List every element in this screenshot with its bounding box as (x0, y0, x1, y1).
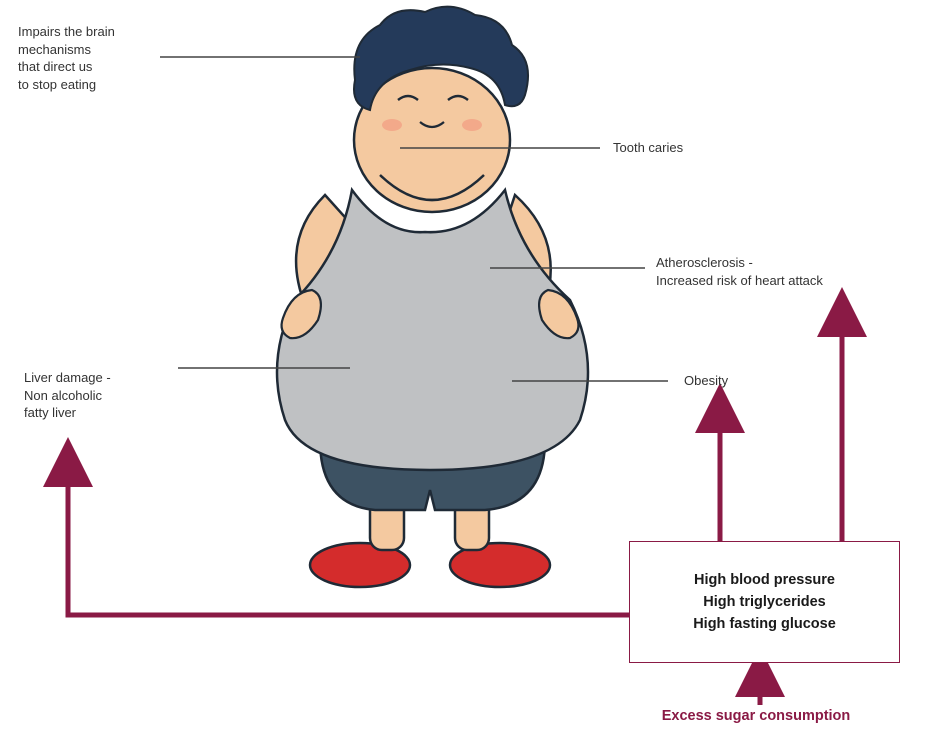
box-line-fasting-glucose: High fasting glucose (693, 613, 836, 635)
label-obesity: Obesity (684, 372, 728, 390)
box-line-blood-pressure: High blood pressure (694, 569, 835, 591)
box-line-triglycerides: High triglycerides (703, 591, 825, 613)
label-atherosclerosis: Atherosclerosis - Increased risk of hear… (656, 254, 823, 289)
head (354, 7, 528, 212)
label-tooth-caries: Tooth caries (613, 139, 683, 157)
shoes (310, 543, 550, 587)
source-label: Excess sugar consumption (606, 708, 906, 724)
label-brain: Impairs the brain mechanisms that direct… (18, 23, 115, 93)
label-liver-damage: Liver damage - Non alcoholic fatty liver (24, 369, 111, 422)
metabolic-effects-box: High blood pressure High triglycerides H… (629, 541, 900, 663)
